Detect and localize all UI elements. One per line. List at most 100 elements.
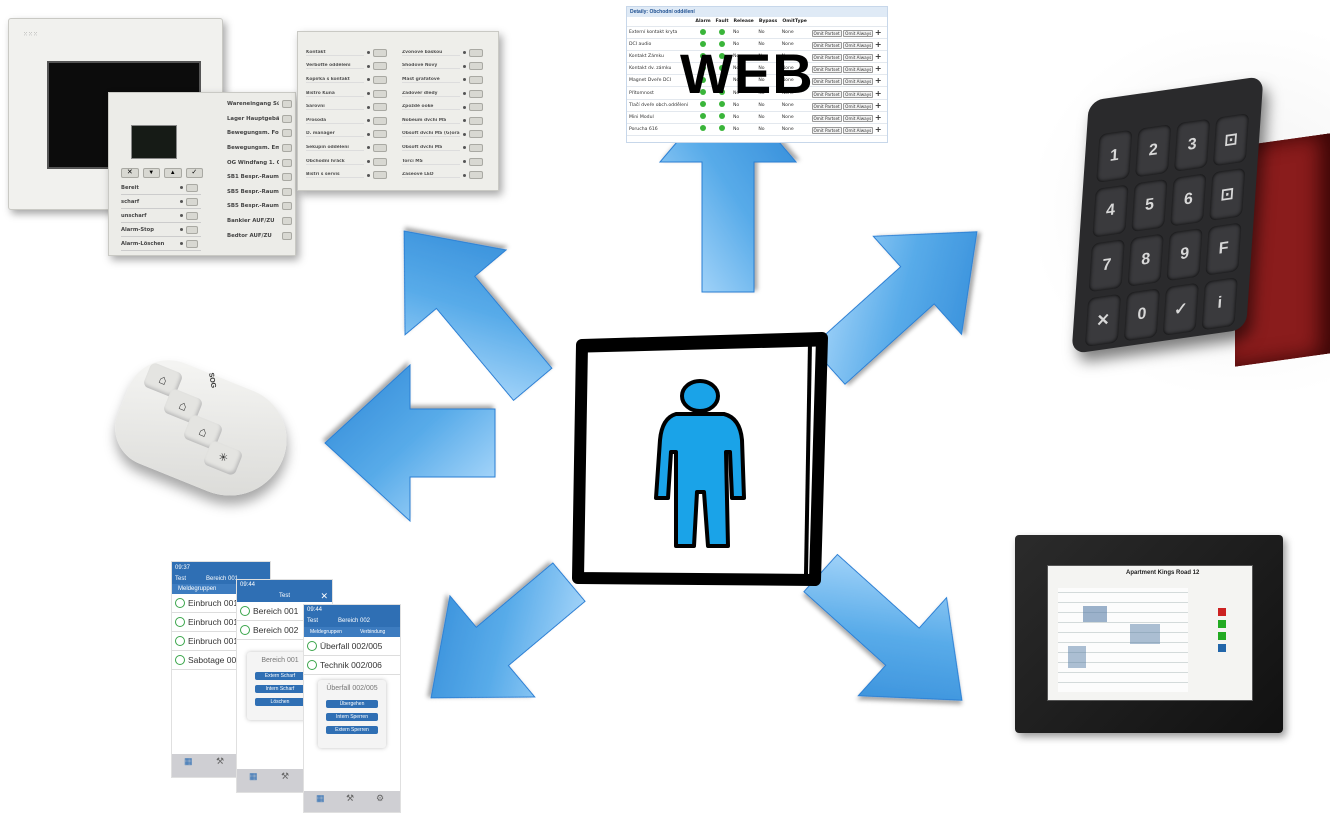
omit-always-button[interactable]: Omit Always (843, 42, 874, 50)
omit-partset-button[interactable]: Omit Partset (811, 66, 842, 74)
zone-key[interactable] (282, 173, 292, 182)
omit-partset-button[interactable]: Omit Partset (811, 42, 842, 50)
zone-key[interactable] (469, 48, 483, 57)
omit-partset-button[interactable]: Omit Partset (811, 114, 842, 122)
zone-key[interactable] (282, 187, 292, 196)
zone-key[interactable] (469, 62, 483, 71)
list-item[interactable]: Bereich 002 (237, 621, 332, 640)
zone-key[interactable] (469, 89, 483, 98)
fault-status (713, 99, 731, 112)
dialog-action-button[interactable]: Extern Sperren (326, 726, 378, 734)
list-item[interactable]: Einbruch 001/0 (172, 613, 270, 632)
alarm-status (692, 99, 714, 112)
omit-always-button[interactable]: Omit Always (843, 114, 874, 122)
add-icon[interactable]: + (874, 28, 882, 38)
tab-verbindung[interactable]: Verbindung (360, 629, 386, 635)
zone-key[interactable] (469, 103, 483, 112)
omit-partset-button[interactable]: Omit Partset (811, 90, 842, 98)
zone-label: Zadověr dledy (402, 91, 460, 97)
zone-key[interactable] (373, 130, 387, 139)
list-item[interactable]: Sabotage 001/0 (172, 651, 270, 670)
zone-key[interactable] (373, 157, 387, 166)
list-item[interactable]: Überfall 002/005 (304, 637, 400, 656)
status-dot-icon (719, 64, 726, 71)
omit-always-button[interactable]: Omit Always (843, 102, 874, 110)
dialog-action-button[interactable]: Extern Scharf (255, 672, 305, 680)
zone-key[interactable] (373, 62, 387, 71)
zone-key[interactable] (373, 103, 387, 112)
omit-always-button[interactable]: Omit Always (843, 126, 874, 134)
dialog-action-button[interactable]: Intern Scharf (255, 685, 305, 693)
zone-key[interactable] (282, 217, 292, 226)
add-icon[interactable]: + (874, 100, 882, 110)
list-item[interactable]: Technik 002/006 (304, 656, 400, 675)
omit-always-button[interactable]: Omit Always (843, 90, 874, 98)
fault-status (713, 86, 731, 100)
add-icon[interactable]: + (874, 76, 882, 86)
zone-name: Kontakt dv. zámku (627, 62, 693, 76)
led-icon (180, 200, 183, 203)
omit-partset-button[interactable]: Omit Partset (811, 54, 842, 62)
zone-label: Zaseové LED (402, 172, 460, 179)
zone-key[interactable] (469, 143, 483, 152)
zone-key[interactable] (282, 144, 292, 153)
zone-key[interactable] (469, 171, 483, 180)
zone-key[interactable] (282, 158, 292, 167)
web-header-cell: Release (730, 17, 757, 27)
zone-key[interactable] (373, 89, 387, 98)
zone-key[interactable] (282, 114, 292, 123)
status-dot-icon (719, 101, 726, 108)
zone-key[interactable] (282, 202, 292, 211)
zone-key[interactable] (373, 171, 387, 180)
zone-key[interactable] (469, 157, 483, 166)
list-item[interactable]: Einbruch 001/0 (172, 632, 270, 651)
tab-meldegruppen[interactable]: Meldegruppen (310, 629, 342, 635)
zone-key[interactable] (373, 116, 387, 125)
back-button[interactable]: Test (307, 618, 319, 624)
add-icon[interactable]: + (874, 64, 882, 74)
led-icon (180, 214, 183, 217)
remote-key-fob: ⌂ ⌂ ⌂ ✳ SOG (100, 347, 303, 513)
add-icon[interactable]: + (874, 88, 882, 98)
dialog-action-button[interactable]: Intern Sperren (326, 713, 378, 721)
floorplan-room-3 (1068, 646, 1086, 668)
omit-always-button[interactable]: Omit Always (843, 30, 874, 38)
close-icon[interactable]: ✕ (320, 591, 328, 601)
mode-key[interactable] (186, 183, 198, 192)
zone-key[interactable] (282, 100, 292, 109)
zone-key[interactable] (282, 231, 292, 240)
add-icon[interactable]: + (874, 124, 882, 134)
omit-partset-button[interactable]: Omit Partset (811, 126, 842, 134)
mode-key[interactable] (186, 239, 198, 248)
tab-meldegruppen[interactable]: Meldegruppen (178, 586, 217, 592)
omit-always-button[interactable]: Omit Always (843, 66, 874, 74)
zone-label: Zpoždě ooke (402, 104, 460, 111)
zone-key[interactable] (469, 116, 483, 125)
zone-key[interactable] (469, 75, 483, 84)
mode-label: Bereit (121, 184, 139, 191)
omit-always-button[interactable]: Omit Always (843, 54, 874, 62)
dialog-action-button[interactable]: Löschen (255, 698, 305, 706)
omit-always-button[interactable]: Omit Always (843, 78, 874, 86)
list-item[interactable]: Bereich 001 (237, 602, 332, 621)
mode-key[interactable] (186, 225, 198, 234)
zone-key[interactable] (373, 143, 387, 152)
zone-key[interactable] (373, 48, 387, 57)
dialog-action-button[interactable]: Übergehen (326, 700, 378, 708)
mode-key[interactable] (186, 211, 198, 220)
zone-key[interactable] (282, 129, 292, 138)
zone-key[interactable] (469, 130, 483, 139)
add-icon[interactable]: + (874, 52, 882, 62)
mode-label: unscharf (121, 212, 147, 219)
list-item[interactable]: Einbruch 001/0 (172, 594, 270, 613)
mode-key[interactable] (186, 197, 198, 206)
omit-partset-button[interactable]: Omit Partset (811, 30, 842, 38)
zone-label: Lager Hauptgebäude (227, 115, 279, 122)
back-button[interactable]: Test (175, 576, 187, 582)
zone-key[interactable] (373, 75, 387, 84)
omit-partset-button[interactable]: Omit Partset (811, 102, 842, 110)
add-icon[interactable]: + (874, 40, 882, 50)
alarm-status (692, 111, 714, 124)
add-icon[interactable]: + (874, 112, 882, 122)
omit-partset-button[interactable]: Omit Partset (811, 78, 842, 86)
